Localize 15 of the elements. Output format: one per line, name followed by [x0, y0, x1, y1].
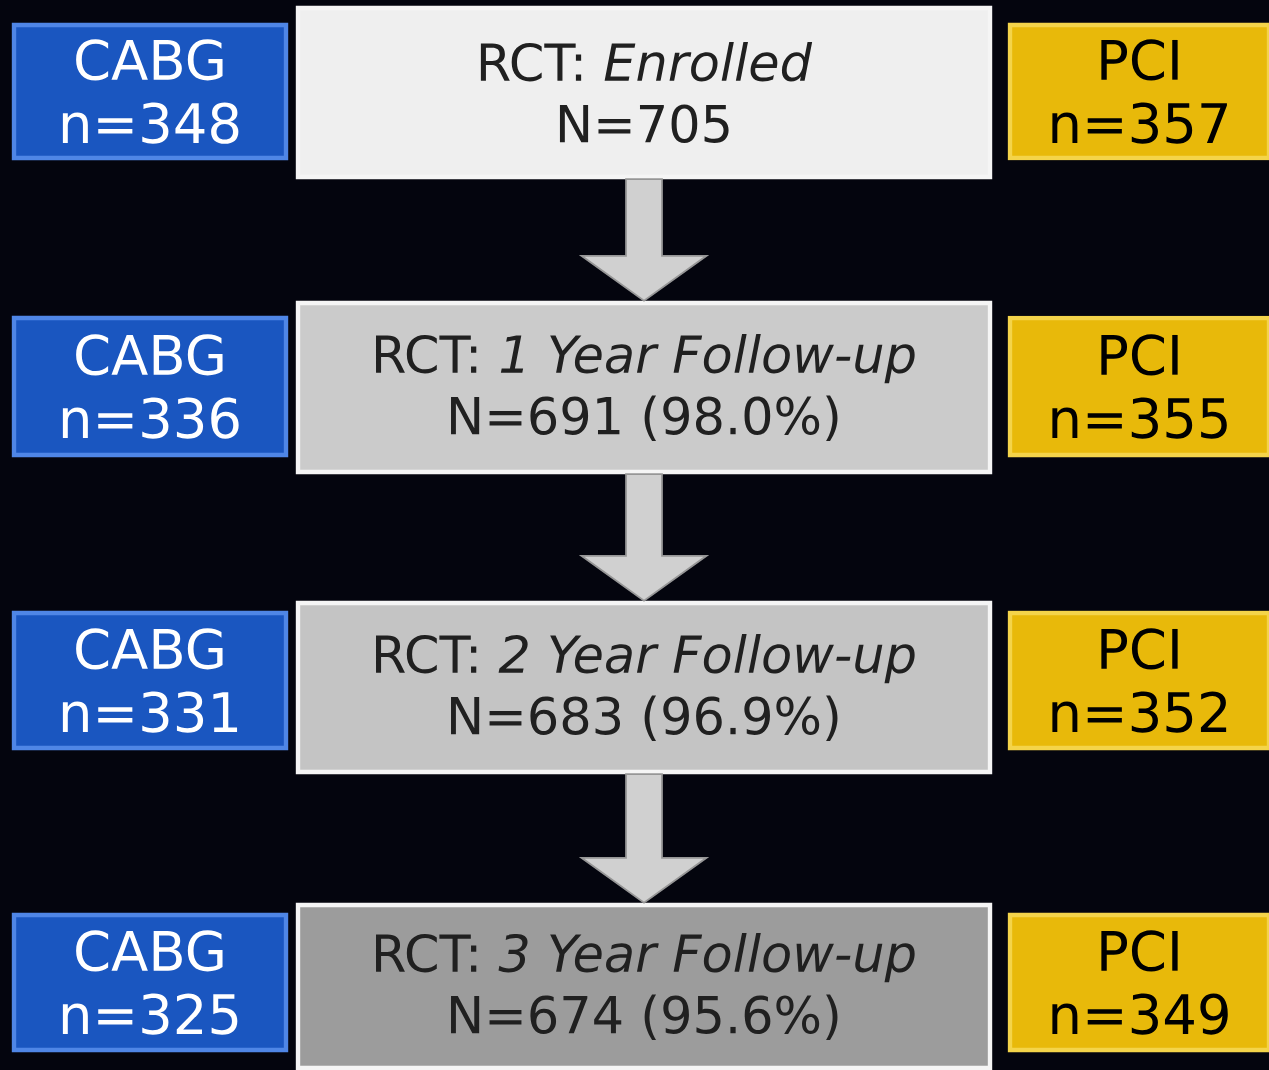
stage-box: RCT: Enrolled N=705 — [295, 5, 993, 180]
group-box: CABG n=325 — [11, 912, 289, 1053]
group-box: CABG n=348 — [11, 22, 289, 161]
group-box: PCI n=349 — [1007, 912, 1269, 1053]
stage-box: RCT: 1 Year Follow-up N=691 (98.0%) — [295, 300, 993, 475]
group-box: PCI n=352 — [1007, 610, 1269, 751]
arrow — [578, 473, 710, 602]
group-box: PCI n=357 — [1007, 22, 1269, 161]
arrow — [578, 773, 710, 904]
group-box: CABG n=331 — [11, 610, 289, 751]
arrow — [578, 178, 710, 302]
group-box: CABG n=336 — [11, 315, 289, 458]
stage-box: RCT: 3 Year Follow-up N=674 (95.6%) — [295, 902, 993, 1070]
group-box: PCI n=355 — [1007, 315, 1269, 458]
stage-box: RCT: 2 Year Follow-up N=683 (96.9%) — [295, 600, 993, 775]
